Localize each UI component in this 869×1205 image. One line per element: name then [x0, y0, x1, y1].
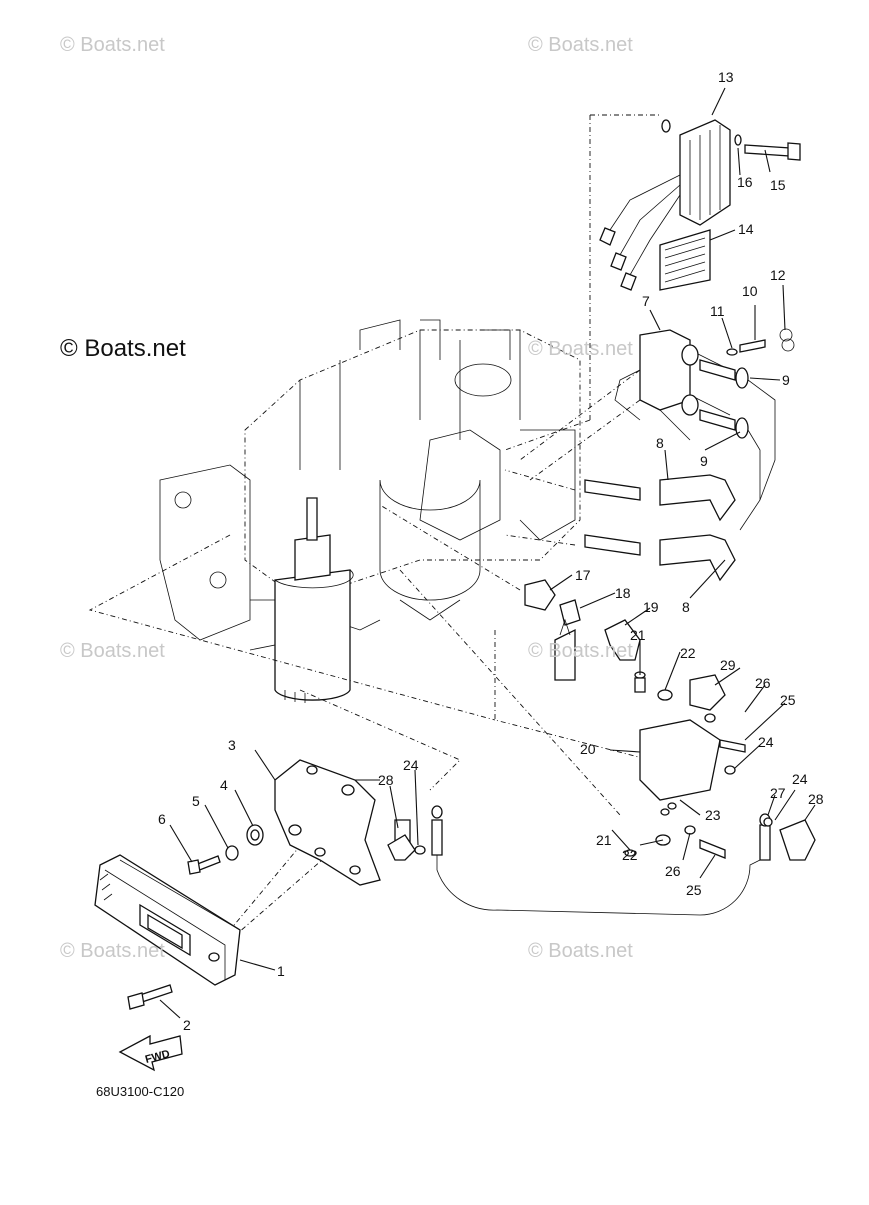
callout-20: 20 [580, 741, 596, 757]
callout-23: 23 [705, 807, 721, 823]
callout-5: 5 [192, 793, 200, 809]
spring-boot [659, 229, 711, 291]
watermark-mid-right: © Boats.net [528, 338, 633, 360]
callout-leaders [159, 87, 816, 1019]
thermo-switch [524, 579, 556, 611]
callout-24a: 24 [758, 734, 774, 750]
watermark-bottom-right: © Boats.net [528, 940, 633, 962]
hoses-18-19 [554, 599, 641, 681]
callout-10: 10 [742, 283, 758, 299]
callout-28b: 28 [378, 772, 394, 788]
watermark-main: © Boats.net [60, 335, 186, 362]
callout-12: 12 [770, 267, 786, 283]
callout-numbers: 13 15 16 14 7 11 10 12 9 9 8 8 17 18 19 … [158, 69, 824, 1033]
callout-13: 13 [718, 69, 734, 85]
callout-1: 1 [277, 963, 285, 979]
small-fasteners [127, 824, 264, 1010]
callout-26a: 26 [755, 675, 771, 691]
rectifier-regulator [599, 119, 801, 291]
callout-22b: 22 [622, 847, 638, 863]
relay-assembly [624, 671, 746, 859]
watermark-top-left: © Boats.net [60, 34, 165, 56]
callout-19: 19 [643, 599, 659, 615]
callout-2: 2 [183, 1017, 191, 1033]
terminals [387, 805, 816, 916]
cdi-unit [94, 854, 241, 986]
spark-plugs [584, 479, 641, 556]
callout-24c: 24 [403, 757, 419, 773]
callout-27: 27 [770, 785, 786, 801]
bracket-3 [274, 759, 381, 886]
callout-21b: 21 [596, 832, 612, 848]
callout-18: 18 [615, 585, 631, 601]
callout-17: 17 [575, 567, 591, 583]
callout-8b: 8 [682, 599, 690, 615]
starter-motor [274, 497, 354, 703]
callout-6: 6 [158, 811, 166, 827]
callout-3: 3 [228, 737, 236, 753]
callout-25a: 25 [780, 692, 796, 708]
engine-block [159, 319, 581, 651]
callout-8a: 8 [656, 435, 664, 451]
callout-22a: 22 [680, 645, 696, 661]
callout-7: 7 [642, 293, 650, 309]
callout-9b: 9 [700, 453, 708, 469]
callout-21a: 21 [630, 627, 646, 643]
watermark-top-right: © Boats.net [528, 34, 633, 56]
watermark-bottom-left: © Boats.net [60, 940, 165, 962]
callout-28a: 28 [808, 791, 824, 807]
callout-16: 16 [737, 174, 753, 190]
fwd-arrow [118, 1034, 183, 1072]
diagram-code: 68U3100-C120 [96, 1084, 185, 1099]
callout-9a: 9 [782, 372, 790, 388]
callout-29: 29 [720, 657, 736, 673]
callout-4: 4 [220, 777, 228, 793]
callout-26b: 26 [665, 863, 681, 879]
watermark-lower-left: © Boats.net [60, 640, 165, 662]
callout-15: 15 [770, 177, 786, 193]
watermark-lower-right: © Boats.net [528, 640, 633, 662]
ignition-coils [614, 328, 795, 531]
plug-caps [659, 474, 736, 582]
callout-25b: 25 [686, 882, 702, 898]
callout-24b: 24 [792, 771, 808, 787]
callout-14: 14 [738, 221, 754, 237]
callout-11: 11 [710, 303, 725, 319]
